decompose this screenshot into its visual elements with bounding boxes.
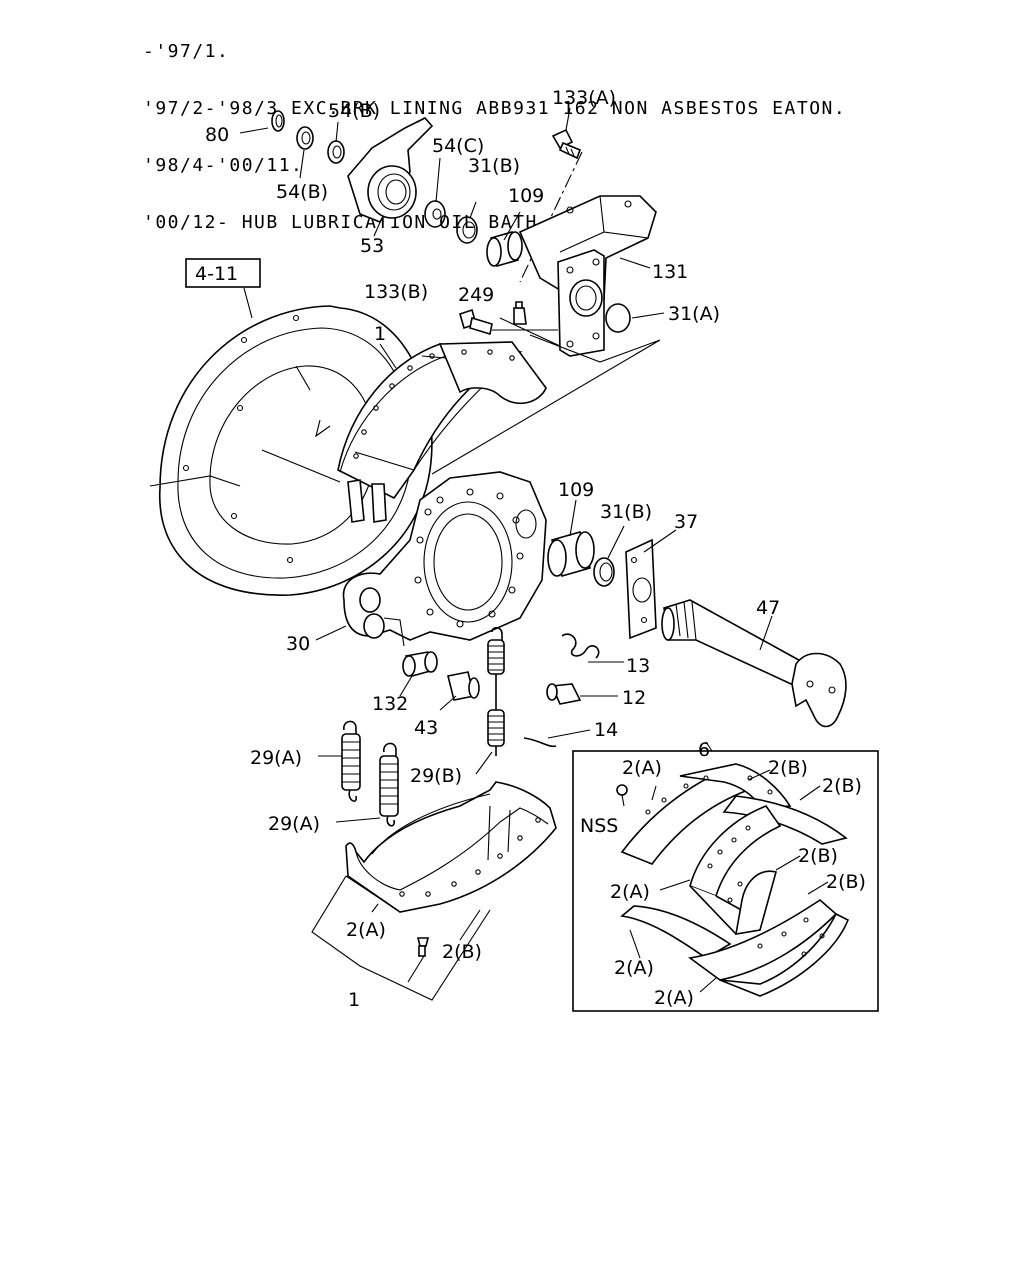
- callout-133a: 133(A): [552, 87, 616, 109]
- header-line-4: '00/12- HUB LUBRICATION OIL BATH: [143, 212, 538, 233]
- callout-133b: 133(B): [364, 281, 428, 303]
- callout-2a-box-4: 2(A): [654, 987, 694, 1009]
- rivet: [416, 937, 430, 957]
- spring-clip-13: [561, 633, 600, 659]
- washer-54b-upper: [327, 140, 345, 164]
- bushing-109-mid: [547, 531, 595, 577]
- lining-box-middle: [689, 805, 782, 936]
- callout-12: 12: [622, 687, 646, 709]
- callout-54c: 54(C): [432, 135, 484, 157]
- header-notes: -'97/1. '97/2-'98/3 EXC.BRK LINING ABB93…: [143, 4, 846, 251]
- callout-29a-1: 29(A): [250, 747, 302, 769]
- nss-pin: [616, 784, 628, 807]
- callout-47: 47: [756, 597, 780, 619]
- callout-31b-mid: 31(B): [600, 501, 652, 523]
- washer-54c: [424, 200, 446, 228]
- callout-54b-upper: 54(B): [328, 100, 380, 122]
- brake-shoe-top: [337, 341, 547, 523]
- bushing-132: [402, 651, 438, 677]
- callout-2a-box-1: 2(A): [622, 757, 662, 779]
- header-line-2: '97/2-'98/3 EXC.BRK LINING ABB931 162 NO…: [143, 98, 847, 119]
- callout-2a-left: 2(A): [346, 919, 386, 941]
- callout-131: 131: [652, 261, 688, 283]
- header-line-3: '98/4-'00/11.: [143, 155, 304, 176]
- bolt-133b: [459, 308, 493, 336]
- grease-fitting-249: [513, 301, 527, 325]
- callout-132: 132: [372, 693, 408, 715]
- callout-29a-2: 29(A): [268, 813, 320, 835]
- kit-box-6: [572, 750, 879, 1012]
- callout-2a-box-3: 2(A): [614, 957, 654, 979]
- callout-6: 6: [698, 739, 710, 761]
- spring-14: [523, 737, 557, 748]
- callout-1-bottom: 1: [348, 989, 360, 1011]
- callout-249: 249: [458, 284, 494, 306]
- seal-31a: [605, 303, 631, 333]
- lining-box-upper: [620, 763, 848, 865]
- snap-ring-80: [271, 110, 285, 132]
- header-line-1: -'97/1.: [143, 41, 230, 62]
- callout-2a-box-2: 2(A): [610, 881, 650, 903]
- callout-53: 53: [360, 235, 384, 257]
- callout-1-top: 1: [374, 323, 386, 345]
- camshaft-bracket-131: [518, 195, 657, 357]
- ref-box-4-11: [185, 258, 261, 288]
- callout-43: 43: [414, 717, 438, 739]
- callout-2b-box-2: 2(B): [822, 775, 862, 797]
- callout-2b-left: 2(B): [442, 941, 482, 963]
- callout-29b: 29(B): [410, 765, 462, 787]
- pin-43: [447, 671, 480, 701]
- brake-spider-30: [342, 471, 547, 647]
- bolt-133a: [551, 128, 582, 160]
- washer-54b-lower: [296, 126, 314, 150]
- callout-4-11: 4-11: [195, 263, 238, 285]
- lining-box-lower: [620, 898, 850, 997]
- callout-2b-box-3: 2(B): [798, 845, 838, 867]
- bushing-109-top: [486, 230, 523, 268]
- callout-2b-box-4: 2(B): [826, 871, 866, 893]
- callout-2b-box-1: 2(B): [768, 757, 808, 779]
- plate-37: [625, 538, 657, 640]
- callout-30: 30: [286, 633, 310, 655]
- spring-29b: [487, 626, 505, 756]
- seal-31b-mid: [593, 557, 615, 587]
- callout-37: 37: [674, 511, 698, 533]
- spring-29a-left: [341, 720, 361, 802]
- callout-nss: NSS: [580, 815, 618, 837]
- slack-adjuster-53: [347, 117, 434, 223]
- callout-13: 13: [626, 655, 650, 677]
- roller-12: [546, 683, 582, 705]
- callout-109-mid: 109: [558, 479, 594, 501]
- camshaft-47: [661, 599, 847, 728]
- callout-54b-lower: 54(B): [276, 181, 328, 203]
- callout-109-top: 109: [508, 185, 544, 207]
- seal-31b-top: [456, 216, 478, 244]
- callout-80: 80: [205, 124, 229, 146]
- callout-31b-top: 31(B): [468, 155, 520, 177]
- brake-shoes-lower: [345, 781, 557, 913]
- callout-31a: 31(A): [668, 303, 720, 325]
- spring-29a-right: [379, 742, 399, 827]
- callout-14: 14: [594, 719, 618, 741]
